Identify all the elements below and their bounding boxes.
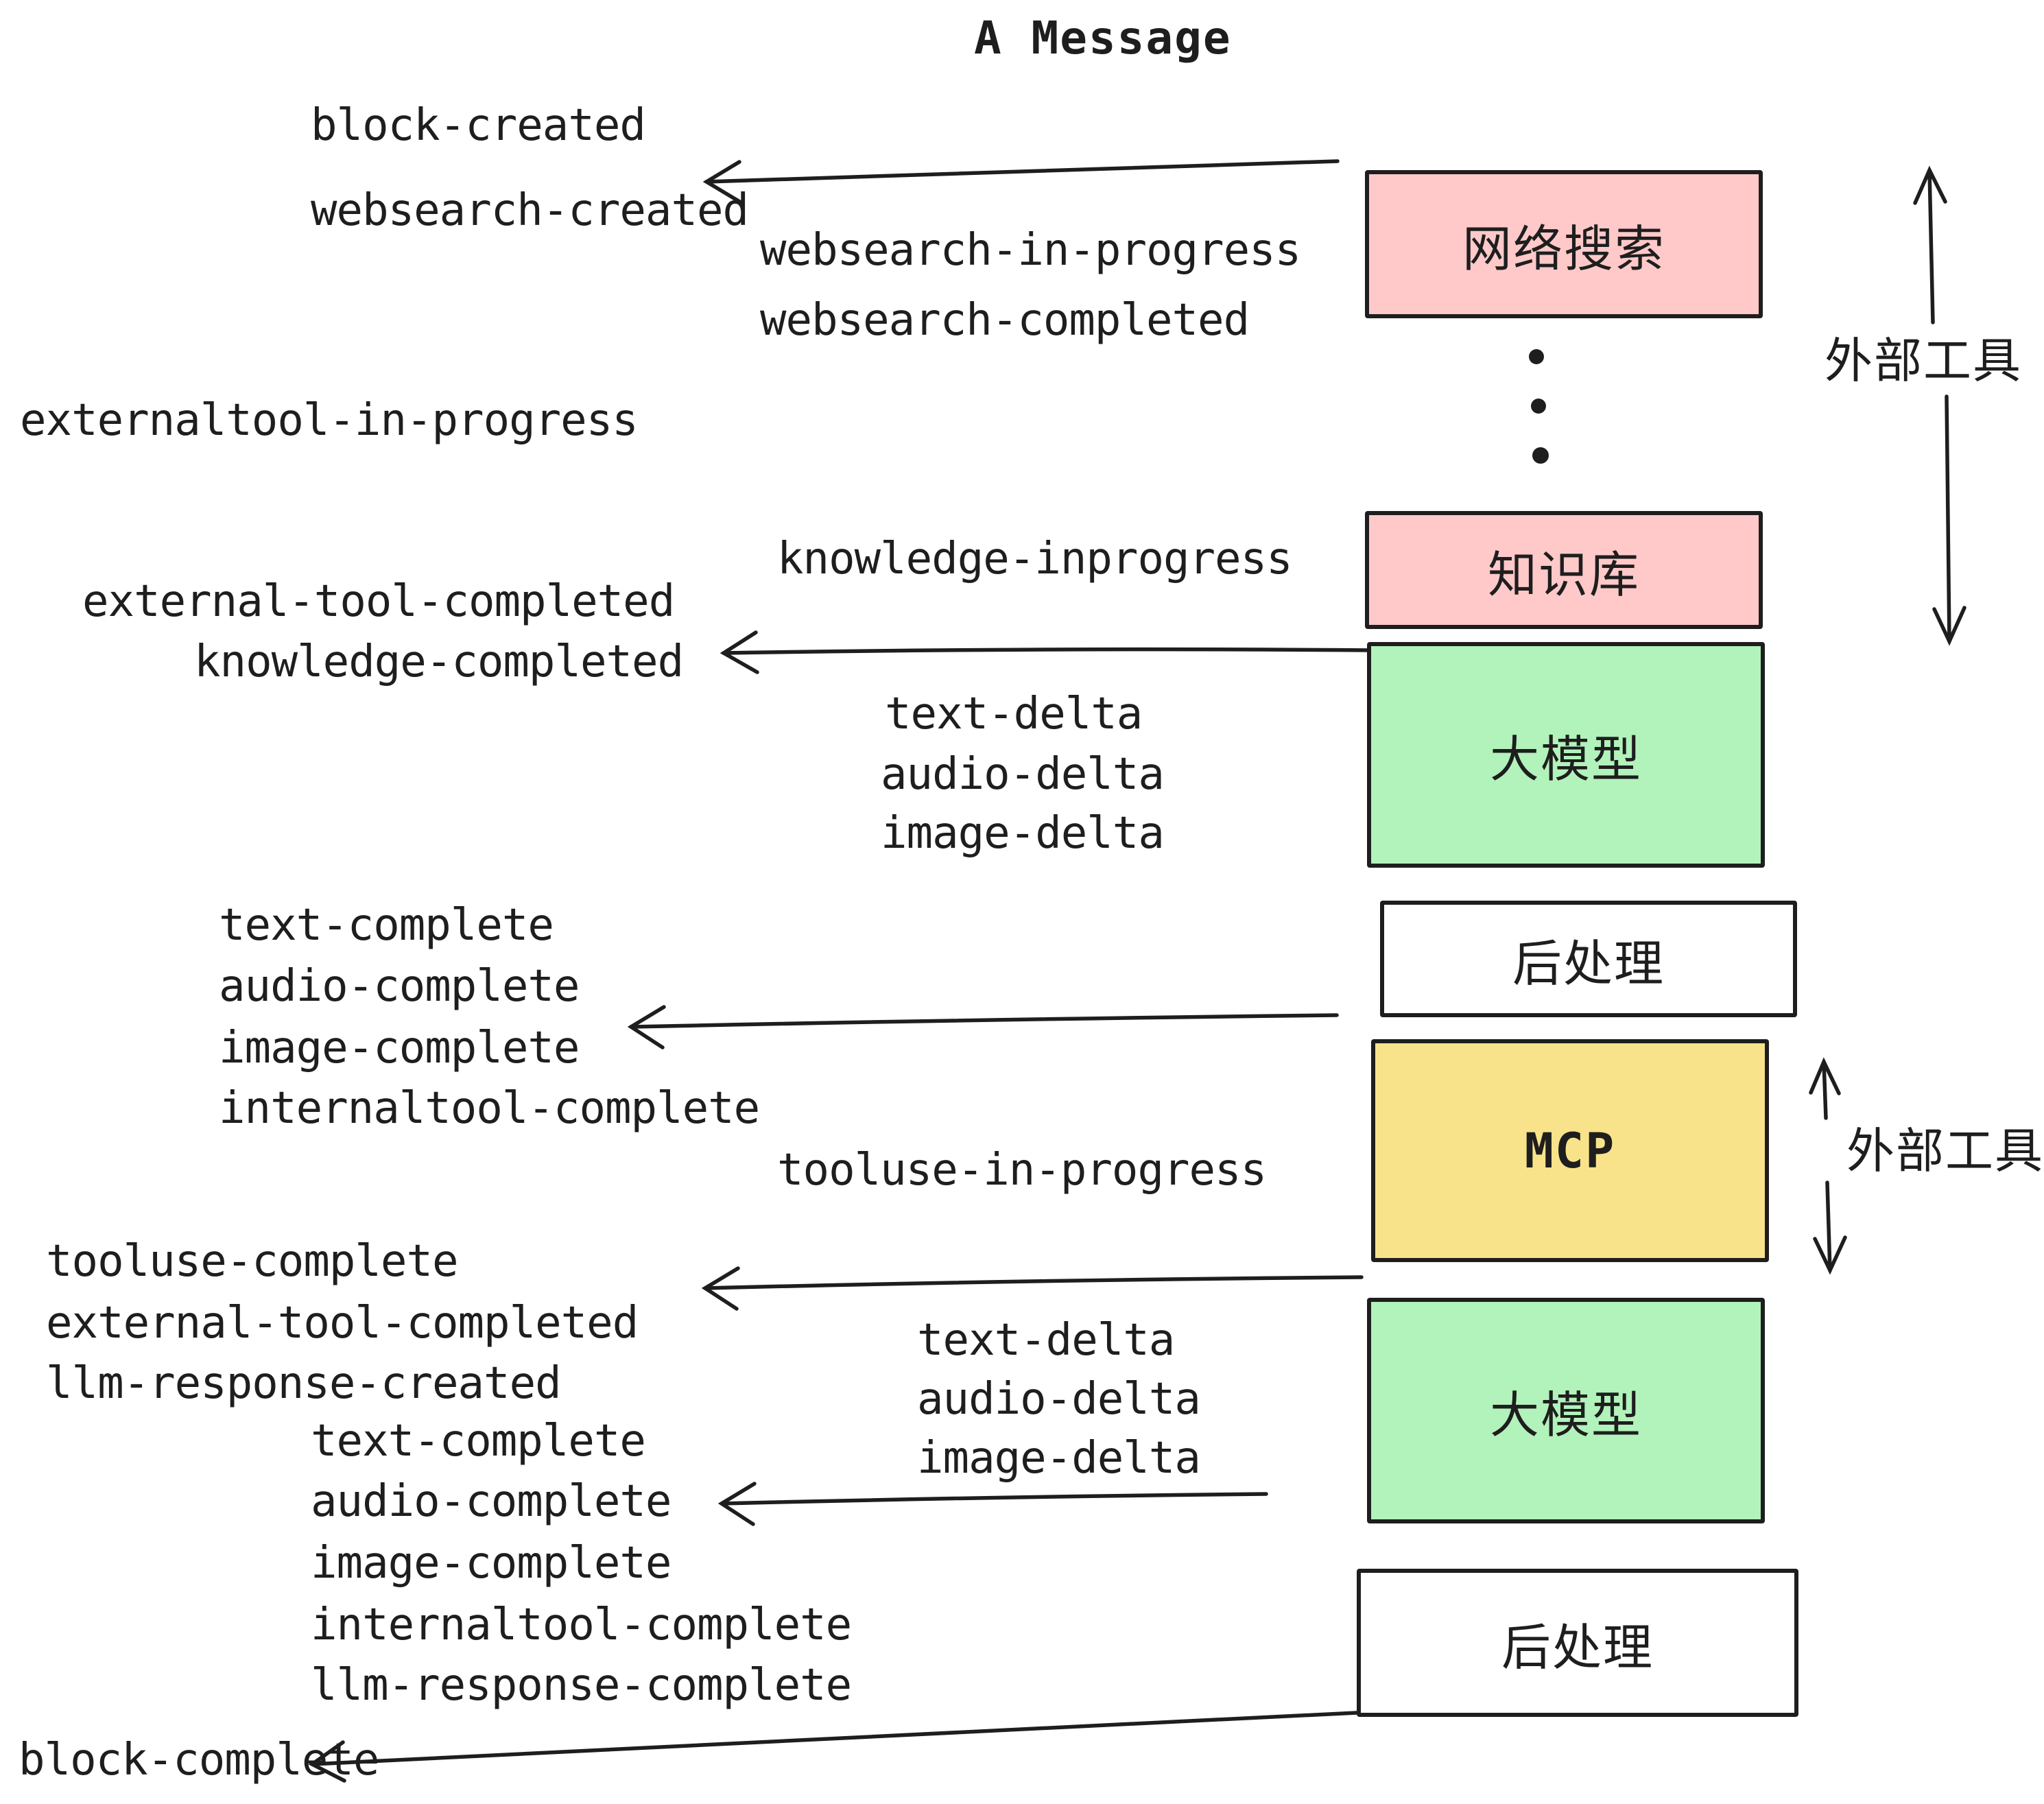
box-websearch-label: 网络搜索 (1462, 219, 1665, 278)
event-label-tooluse-complete: tooluse-complete (46, 1236, 458, 1287)
event-label-external-tool-completed-2: external-tool-completed (46, 1298, 639, 1349)
ellipsis-dots-icon (1529, 349, 1549, 464)
arrow-to-tooluse-complete (701, 1266, 1364, 1311)
box-postprocess-2: 后处理 (1357, 1569, 1798, 1717)
event-label-knowledge-inprogress: knowledge-inprogress (777, 534, 1293, 584)
annotation-external-tools-2: 外部工具 (1846, 1123, 2044, 1179)
event-label-internaltool-complete-2: internaltool-complete (311, 1600, 852, 1650)
external-tools-span2-arrow-down (1813, 1180, 1847, 1275)
event-label-llm-response-complete: llm-response-complete (311, 1660, 852, 1711)
box-websearch: 网络搜索 (1365, 170, 1763, 318)
event-label-websearch-in-progress: websearch-in-progress (760, 225, 1301, 276)
annotation-external-tools-1: 外部工具 (1825, 333, 2022, 389)
event-label-block-created: block-created (311, 100, 646, 151)
arrow-to-block-complete (308, 1711, 1359, 1783)
external-tools-span-arrow-down (1932, 394, 1966, 646)
event-label-text-delta-2: text-delta (917, 1315, 1175, 1366)
box-mcp-label: MCP (1524, 1122, 1616, 1179)
external-tools-span2-arrow-up (1809, 1057, 1841, 1120)
event-label-llm-response-created: llm-response-created (46, 1358, 562, 1409)
event-label-text-delta-1: text-delta (885, 689, 1143, 739)
external-tools-span-arrow-up (1913, 165, 1947, 324)
arrow-to-image-complete (627, 1005, 1339, 1049)
event-label-websearch-completed: websearch-completed (760, 295, 1250, 346)
box-postprocess-2-label: 后处理 (1501, 1618, 1654, 1676)
event-label-image-delta-1: image-delta (881, 808, 1165, 859)
event-label-image-delta-2: image-delta (917, 1433, 1201, 1484)
box-postprocess-1: 后处理 (1380, 901, 1797, 1017)
box-llm-2-label: 大模型 (1489, 1386, 1642, 1444)
event-label-tooluse-in-progress: tooluse-in-progress (777, 1145, 1267, 1196)
box-llm-1: 大模型 (1367, 642, 1765, 868)
event-label-knowledge-completed: knowledge-completed (194, 637, 684, 687)
arrow-to-websearch-created (702, 159, 1340, 204)
event-label-audio-delta-2: audio-delta (917, 1374, 1201, 1425)
arrow-to-audio-complete (717, 1482, 1268, 1526)
event-label-websearch-created: websearch-created (311, 185, 749, 236)
arrow-to-knowledge-completed (720, 630, 1374, 674)
box-mcp: MCP (1371, 1039, 1769, 1262)
box-llm-2: 大模型 (1367, 1298, 1765, 1523)
event-label-text-complete-1: text-complete (219, 900, 554, 951)
box-knowledge: 知识库 (1365, 511, 1763, 629)
event-label-text-complete-2: text-complete (311, 1416, 646, 1467)
event-label-internaltool-complete-1: internaltool-complete (219, 1083, 760, 1134)
event-label-external-tool-completed-1: external-tool-completed (82, 576, 675, 627)
event-label-audio-complete-1: audio-complete (219, 961, 580, 1012)
box-postprocess-1-label: 后处理 (1512, 934, 1665, 993)
event-label-audio-delta-1: audio-delta (881, 749, 1165, 800)
event-label-externaltool-in-progress: externaltool-in-progress (20, 395, 639, 446)
box-llm-1-label: 大模型 (1489, 731, 1642, 788)
page-title: A Message (974, 12, 1232, 64)
event-label-image-complete-1: image-complete (219, 1023, 580, 1073)
event-label-image-complete-2: image-complete (311, 1538, 672, 1589)
event-label-block-complete: block-complete (19, 1735, 379, 1785)
event-label-audio-complete-2: audio-complete (311, 1476, 672, 1527)
box-knowledge-label: 知识库 (1487, 545, 1640, 604)
